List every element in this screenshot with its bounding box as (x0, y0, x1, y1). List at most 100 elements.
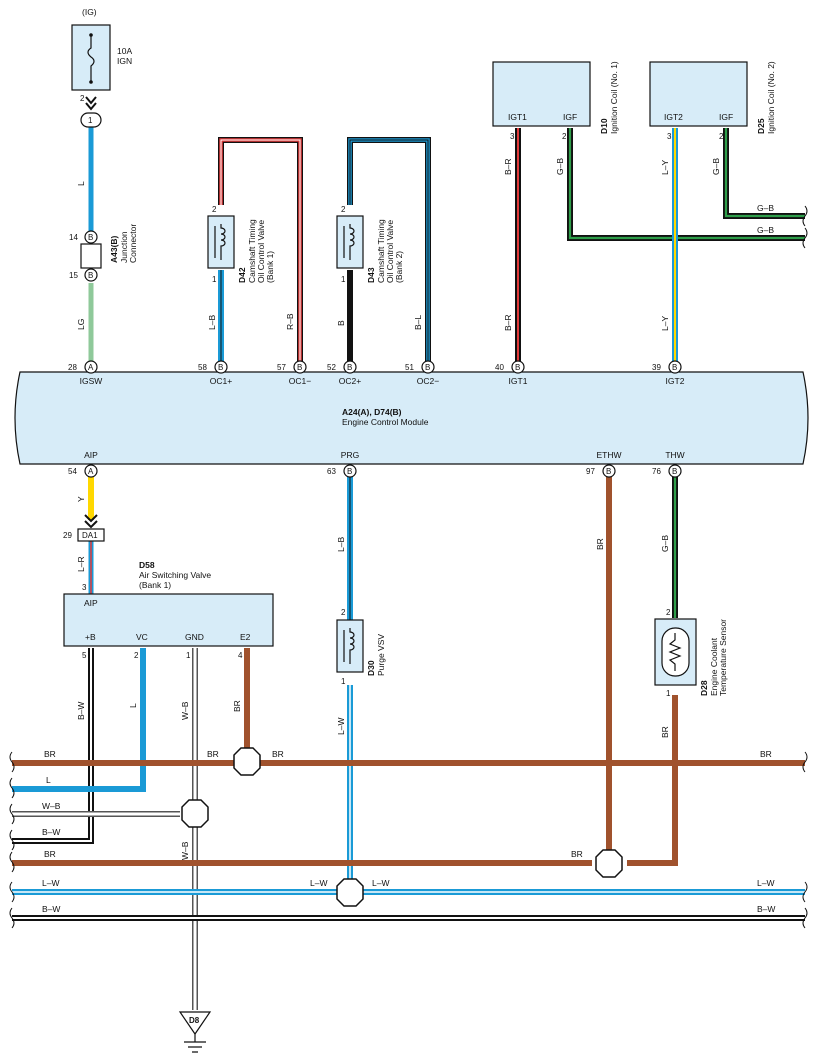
wire-label-lw-d30: L–W (336, 718, 346, 735)
bus-label-bw-2: B–W (42, 904, 60, 914)
pin-letter: B (88, 233, 93, 242)
pin-letter: B (297, 363, 302, 372)
wire-label-gb-igf2: G–B (711, 158, 721, 175)
d58-pin-vc: 2 (134, 651, 139, 660)
d30-box (336, 619, 364, 673)
d42-pin-top: 2 (212, 205, 217, 214)
pin-name: AIP (84, 450, 98, 460)
d10-terminal-igf: IGF (563, 112, 577, 122)
d58-terminal-plusb: +B (85, 632, 96, 642)
d28-name1: Engine Coolant (709, 637, 719, 696)
wire-label-wb-v: W–B (180, 701, 190, 720)
pin-name: OC1− (289, 376, 311, 386)
wire-label-lb-prg: L–B (336, 537, 346, 552)
d58-name2: (Bank 1) (139, 580, 171, 590)
engine-control-module: A24(A), D74(B) Engine Control Module (14, 371, 809, 465)
splice-d30 (336, 878, 364, 907)
connector-arrow-icon (84, 514, 98, 529)
break-marks (9, 205, 808, 929)
pin-number: 63 (327, 467, 336, 476)
ground-icon (184, 1041, 206, 1053)
wire-label-gb-right-1: G–B (757, 203, 774, 213)
fuse-name: IGN (117, 56, 132, 66)
pin-name: PRG (341, 450, 359, 460)
pin-letter: B (88, 271, 93, 280)
pin-name: THW (665, 450, 684, 460)
ground-d8: D8 (178, 1011, 212, 1053)
wire-label-bl: B–L (413, 315, 423, 330)
ecm-id: A24(A), D74(B) (342, 407, 402, 417)
d28-pin-top: 2 (666, 608, 671, 617)
d58-name1: Air Switching Valve (139, 570, 211, 580)
pin-name: OC2+ (339, 376, 361, 386)
splice-ethw (595, 849, 623, 878)
wire-oc1-loop (218, 137, 303, 362)
ground-id: D8 (189, 1016, 200, 1025)
fuse-pin: 2 (80, 94, 85, 103)
wire-d58-vc (12, 648, 146, 792)
d43-pin-bottom: 1 (341, 275, 346, 284)
component-d43: 2 1 D43 Camshaft Timing Oil Control Valv… (336, 205, 423, 330)
fuse-rating: 10A (117, 46, 132, 56)
resistor-icon (668, 633, 682, 671)
d42-box (207, 215, 235, 269)
d42-pin-bottom: 1 (212, 275, 217, 284)
d30-id: D30 (366, 660, 376, 676)
junction-id: A43(B) (109, 235, 119, 263)
splice-e2 (233, 747, 261, 776)
d43-id: D43 (366, 267, 376, 283)
pin-number: 58 (198, 363, 207, 372)
wire-label-l-v: L (128, 703, 138, 708)
bus-label-lw-1: L–W (42, 878, 59, 888)
wire-label-b: B (336, 320, 346, 326)
ecm-pin-76: B 76 THW (652, 450, 685, 478)
wire-label-gb-igf1: G–B (555, 158, 565, 175)
pin-number: 76 (652, 467, 661, 476)
d58-pin-e2: 4 (238, 651, 243, 660)
wire-label-l: L (76, 181, 86, 186)
junction-connector-a43: L 14 B B 15 A43(B) Junction Connector LG (69, 181, 138, 330)
d58-terminal-gnd: GND (185, 632, 204, 642)
da1-pin: 29 (63, 531, 72, 540)
component-d25: IGT2 IGF 3 2 D25 Ignition Coil (No. 2) L… (649, 61, 776, 331)
wire-label-br-ethw: BR (595, 538, 605, 550)
d28-name2: Temperature Sensor (718, 619, 728, 696)
d58-id: D58 (139, 560, 155, 570)
d10-pin-2: 2 (562, 132, 567, 141)
bus-label-lw-4: L–W (757, 878, 774, 888)
d42-name2: Oil Control Valve (256, 220, 266, 283)
thermistor-icon (661, 627, 690, 677)
d58-box (63, 593, 274, 647)
junction-name1: Junction (119, 231, 129, 263)
bus-label-br-1: BR (44, 749, 56, 759)
d58-pin-gnd: 1 (186, 651, 191, 660)
wire-label-br-e2: BR (232, 700, 242, 712)
pin-letter: B (672, 467, 677, 476)
wire-igf-2 (723, 128, 805, 219)
d58-terminal-aip: AIP (84, 598, 98, 608)
pin-letter: B (347, 467, 352, 476)
d25-terminal-igt2: IGT2 (664, 112, 683, 122)
pin-letter: B (606, 467, 611, 476)
d42-id: D42 (237, 267, 247, 283)
bus-label-br-2: BR (207, 749, 219, 759)
component-d42: 2 1 D42 Camshaft Timing Oil Control Valv… (207, 205, 295, 330)
pin-name: IGSW (80, 376, 103, 386)
wire-label-gb-right-2: G–B (757, 225, 774, 235)
pin-name: ETHW (596, 450, 621, 460)
fuse-supply-label: (IG) (82, 7, 97, 17)
d25-terminal-igf: IGF (719, 112, 733, 122)
bus-label-br-4: BR (760, 749, 772, 759)
wire-label-lg: LG (76, 319, 86, 330)
da1-connector (77, 528, 105, 542)
bus-labels: BR BR BR BR L W–B B–W BR BR L–W L–W L–W … (42, 749, 775, 914)
ecm-pin-63: B 63 PRG (327, 450, 359, 478)
component-d30: L–B 2 1 D30 Purge VSV L–W (336, 537, 386, 735)
d30-name: Purge VSV (376, 634, 386, 676)
